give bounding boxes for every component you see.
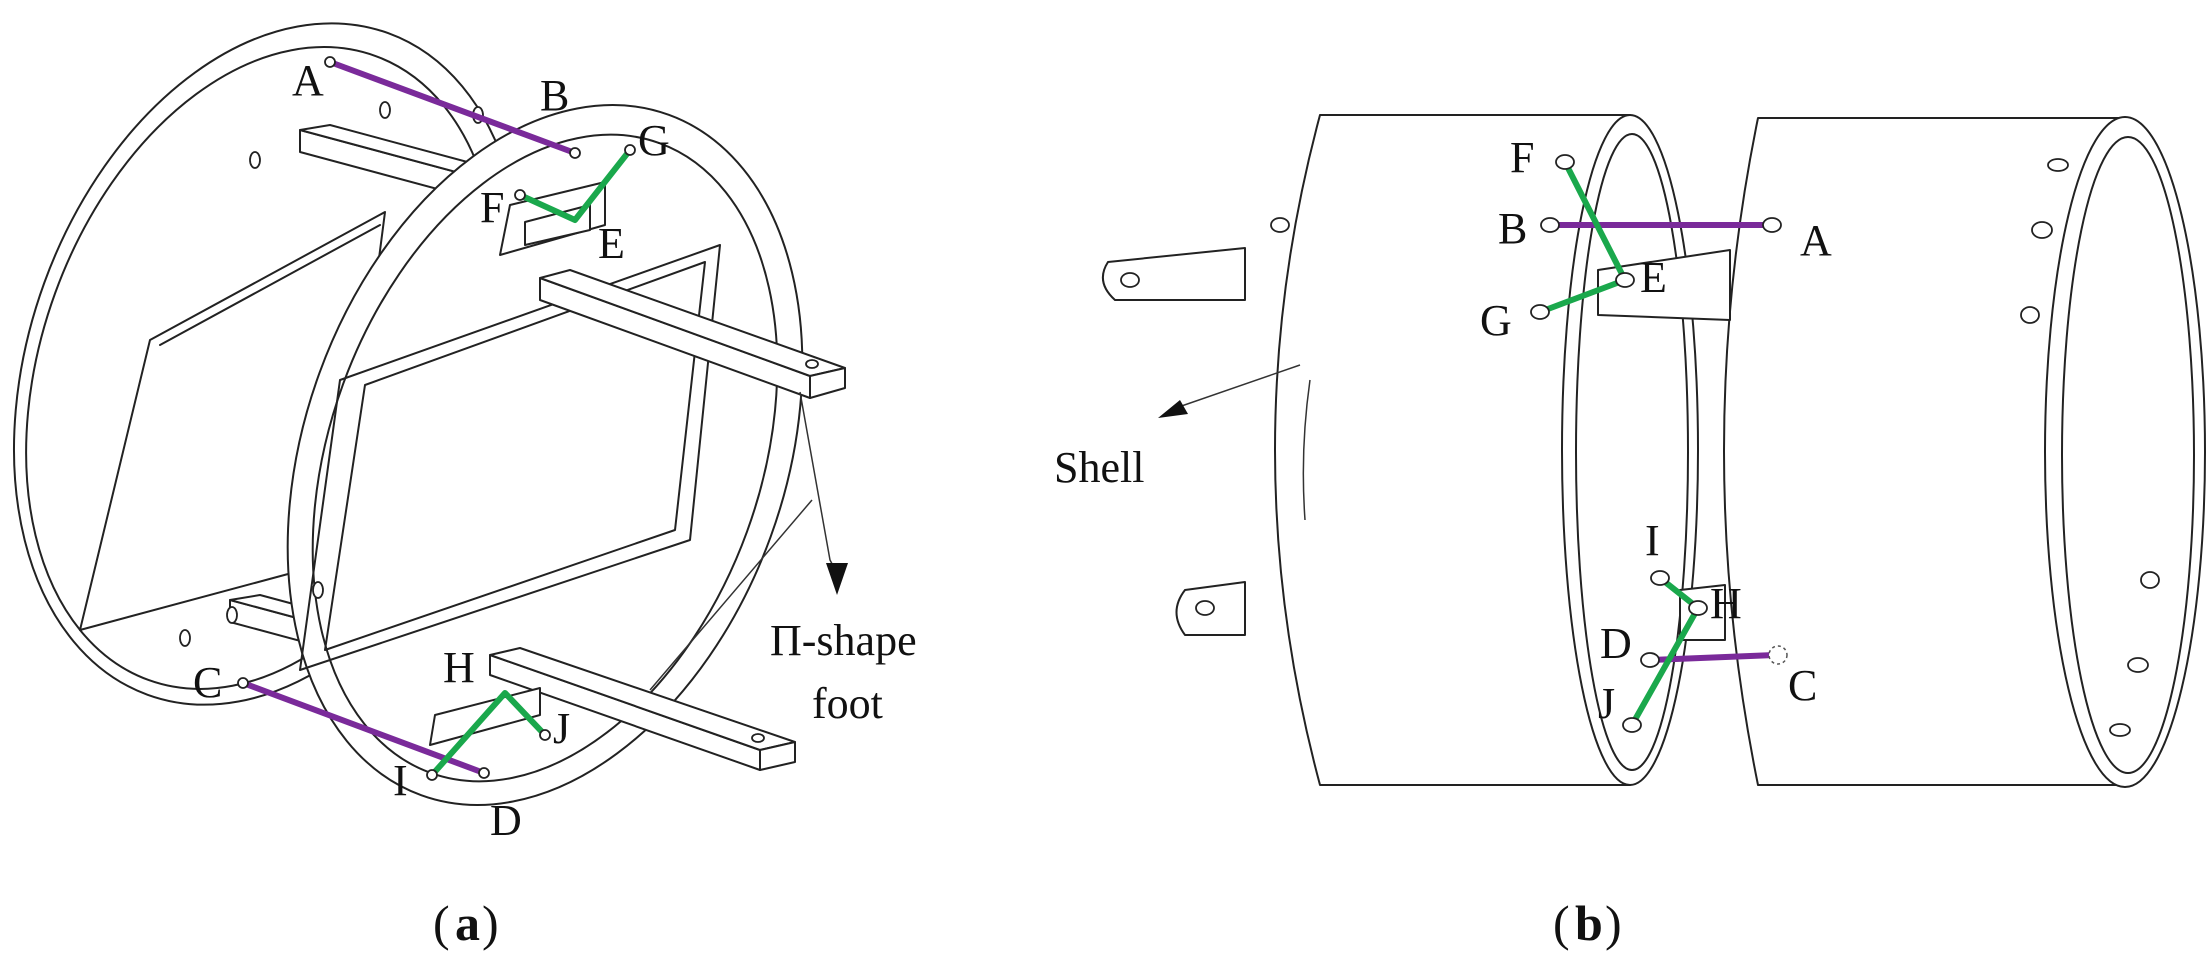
point-i-marker [1650,570,1670,586]
point-e-marker [1615,272,1635,288]
link-fge [517,147,633,223]
hole [2140,571,2160,589]
link-ihj [429,690,548,778]
back-window-edge [159,224,381,346]
left-cylinder-rim-inner [1575,133,1689,771]
upper-bracket-inner [524,204,591,246]
point-h-marker [1688,600,1708,616]
lower-foot-hole [751,733,765,743]
point-j-marker [1622,717,1642,733]
label-b-point-i: I [1645,516,1660,565]
caption-a-open: ( [433,895,450,951]
label-b-point-a: A [1800,216,1832,265]
label-b-point-j: J [1598,679,1615,728]
hole [2127,657,2149,673]
point-c-marker [1768,645,1788,665]
foot-tab-hole [1195,600,1215,616]
hole [249,151,261,169]
foot-tab-hole [1120,272,1140,288]
label-a-point-b: B [540,71,569,120]
point-g-marker [1530,304,1550,320]
point-j-marker [539,729,551,741]
hole [2031,221,2053,239]
point-a-marker [324,56,336,68]
hole [2020,306,2040,324]
upper-connector [1597,249,1731,321]
caption-a-letter: a [455,895,480,951]
lower-right-foot-end [759,741,796,771]
label-b-point-f: F [1510,133,1534,182]
point-c-marker [237,677,249,689]
label-a-point-e: E [598,219,625,268]
hole [312,581,324,599]
point-i-marker [426,769,438,781]
hole [179,629,191,647]
hole [379,101,391,119]
caption-b-letter: b [1575,895,1603,951]
point-a-marker [1762,217,1782,233]
hole [1270,217,1290,233]
panel-a-drawing [13,22,848,806]
caption-b-close: ) [1605,895,1622,951]
label-b-point-b: B [1498,204,1527,253]
label-a-point-c: C [193,658,222,707]
label-b-point-c: C [1788,661,1817,710]
label-a-point-f: F [480,183,504,232]
caption-b-open: ( [1553,895,1570,951]
point-b-marker [569,147,581,159]
point-b-marker [1540,217,1560,233]
upper-right-foot-end [809,367,846,399]
point-d-marker [478,767,490,779]
label-b-point-e: E [1640,253,1667,302]
upper-foot-hole [805,359,819,369]
pi-shape-label: Π-shape [770,616,917,665]
label-a-point-a: A [292,56,324,105]
shell-label: Shell [1054,443,1144,492]
label-b-point-g: G [1480,296,1512,345]
caption-a-close: ) [482,895,499,951]
label-a-point-h: H [443,643,475,692]
point-d-marker [1640,652,1660,668]
label-b-point-h: H [1710,579,1742,628]
panel-b-drawing [1101,114,2206,788]
pi-foot-leader [799,391,839,576]
label-a-point-i: I [393,756,408,805]
left-foot-tab-upper [1101,247,1246,301]
left-cylinder-shade [1302,379,1311,521]
hole [226,606,238,624]
label-b-point-d: D [1600,619,1632,668]
shell-leader [1169,364,1301,411]
point-f-marker [514,189,526,201]
point-g-marker [624,144,636,156]
shell-arrowhead [1158,400,1188,418]
hole [2047,158,2069,172]
link-ab [327,59,578,156]
pi-foot-arrowhead [826,563,848,595]
label-a-point-d: D [490,796,522,845]
label-a-point-g: G [638,116,670,165]
point-f-marker [1555,154,1575,170]
left-cylinder-body [1274,114,1631,786]
pi-foot-leader-2 [649,499,813,691]
pi-foot-label: foot [812,679,883,728]
right-cylinder-rim-inner [2061,136,2195,774]
label-a-point-j: J [553,704,570,753]
hole [2109,723,2131,737]
